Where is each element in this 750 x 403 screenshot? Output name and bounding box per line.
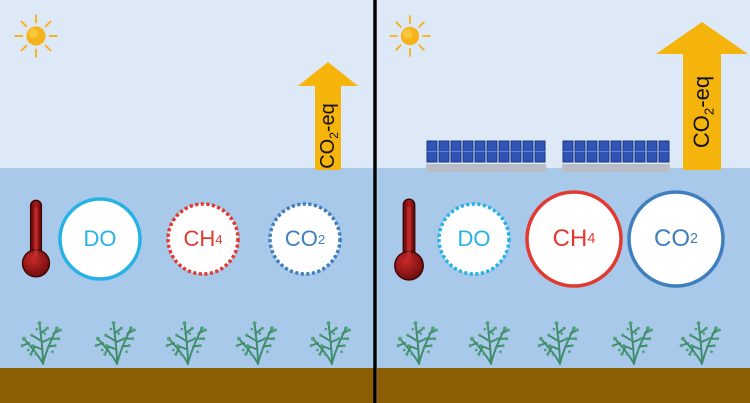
left-ch4-main: CH (183, 226, 216, 251)
ch4-circle (525, 190, 623, 288)
left-co2eq-sub: 2 (327, 132, 342, 139)
right-co2-sub: 2 (689, 231, 698, 247)
left-co2eq-label: CO2-eq (315, 96, 341, 176)
right-co2eq-main: CO (689, 115, 714, 149)
panel-open-water (0, 0, 375, 403)
right-ch4-sub: 4 (587, 231, 596, 247)
ch4-circle (166, 202, 240, 276)
sediment (0, 368, 375, 403)
solar-panel-array (426, 140, 546, 172)
left-do-label: DO (60, 199, 140, 279)
left-co2eq-main: CO (317, 138, 339, 169)
right-ch4-main: CH (552, 225, 588, 252)
right-co2eq-label: CO2-eq (683, 56, 721, 168)
right-co2eq-suffix: -eq (689, 75, 714, 108)
left-do-main: DO (83, 226, 117, 251)
sediment (377, 368, 750, 403)
co2-circle (268, 202, 342, 276)
left-co2-sub: 2 (317, 231, 326, 247)
solar-panel-array (562, 140, 670, 172)
right-do-main: DO (457, 226, 491, 251)
right-do-label: DO (439, 204, 509, 274)
co2eq-arrow (656, 22, 748, 170)
float-pontoon (562, 164, 670, 172)
left-co2eq-suffix: -eq (317, 103, 339, 133)
co2-circle (627, 190, 725, 288)
float-pontoon (426, 164, 546, 172)
do-circle (437, 202, 511, 276)
left-ch4-sub: 4 (215, 231, 223, 247)
co2eq-arrow (298, 62, 358, 170)
right-co2eq-sub: 2 (701, 107, 717, 116)
panel-floating-solar (377, 0, 750, 403)
sun-icon (14, 14, 58, 58)
right-co2-main: CO (653, 225, 690, 252)
do-circle (58, 197, 142, 281)
left-co2-main: CO (284, 226, 318, 251)
sun-icon (389, 15, 431, 57)
